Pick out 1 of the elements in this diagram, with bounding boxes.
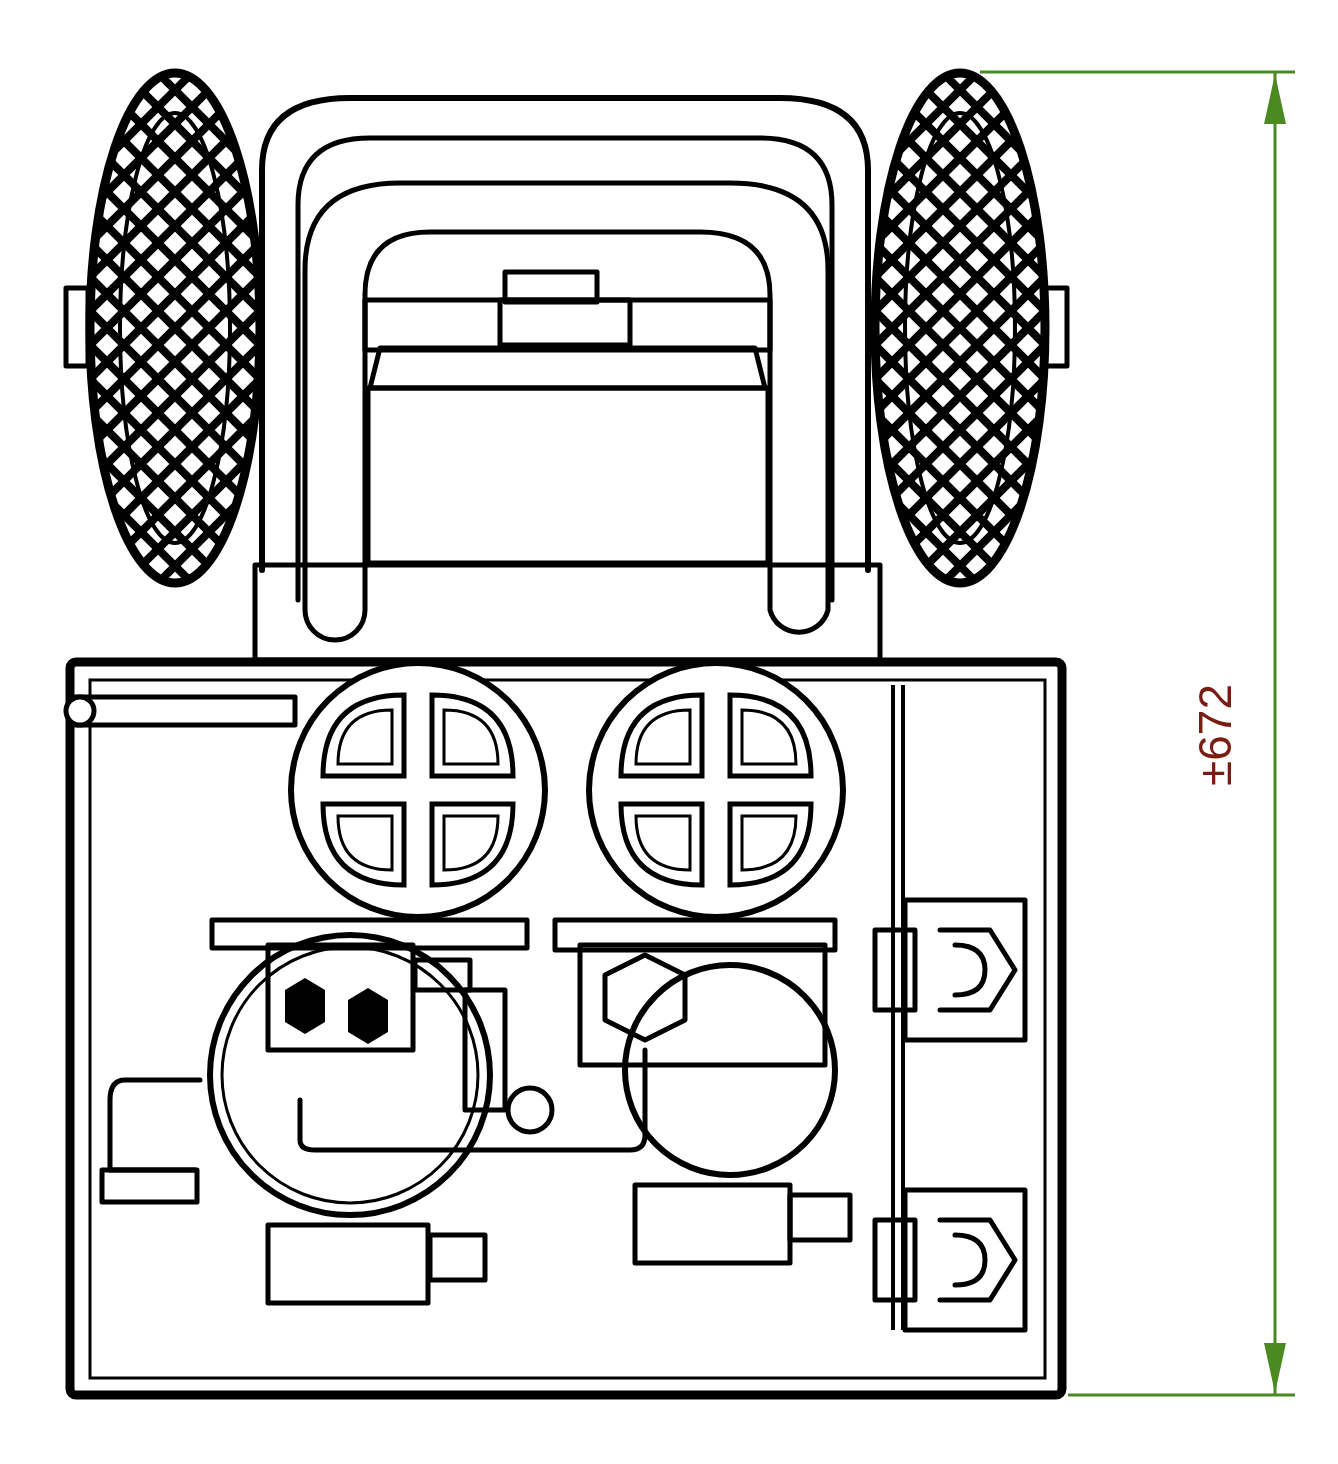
dimension-label: ±672 — [1192, 684, 1238, 786]
